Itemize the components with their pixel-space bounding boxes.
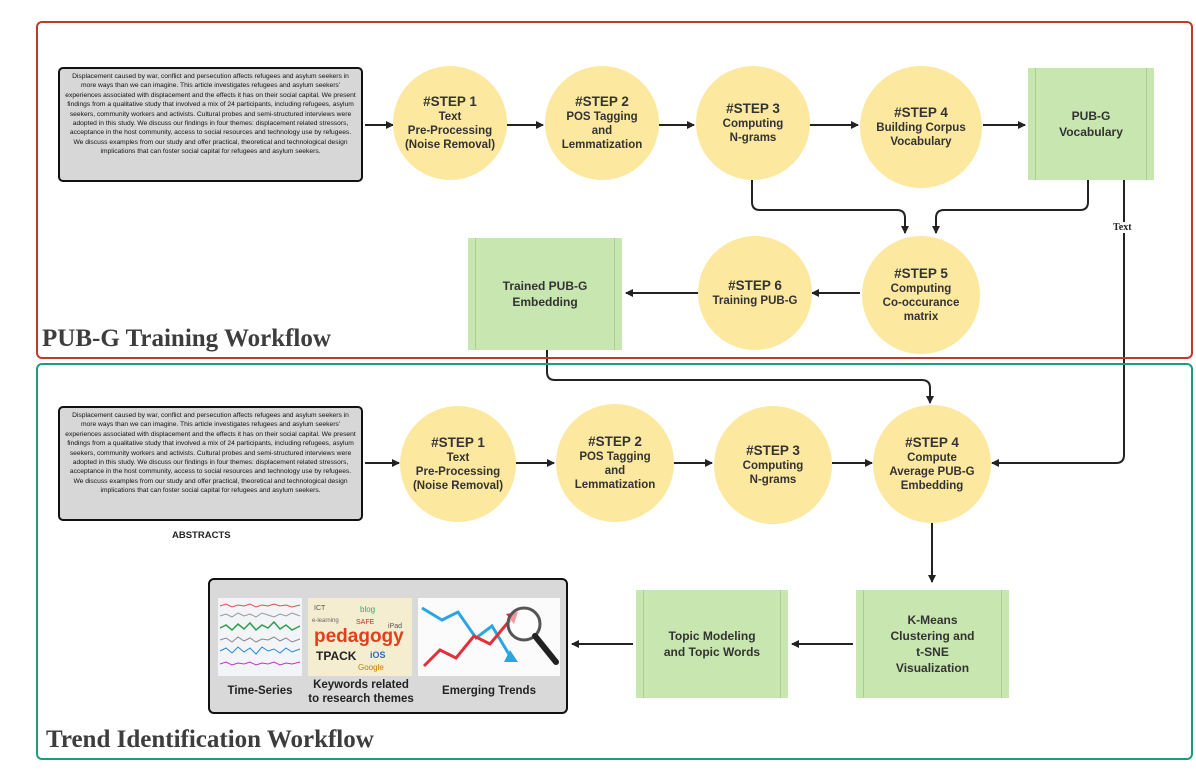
trend-step3-node: #STEP 3 Computing N-grams — [714, 406, 832, 524]
magnifier-handle — [532, 633, 559, 665]
word: iPad — [388, 623, 402, 630]
step-number: #STEP 5 — [894, 266, 948, 281]
down-trend-arrowhead — [504, 650, 518, 662]
word: iOS — [370, 650, 386, 660]
training-step4-node: #STEP 4 Building Corpus Vocabulary — [860, 66, 982, 188]
training-step5-node: #STEP 5 Computing Co-occurance matrix — [862, 236, 980, 354]
step-label: POS Tagging and Lemmatization — [574, 451, 656, 491]
step-number: #STEP 4 — [894, 105, 948, 120]
vocabulary-box: PUB-G Vocabulary — [1028, 68, 1154, 180]
magnifier-lens — [506, 606, 542, 642]
step-number: #STEP 2 — [575, 94, 629, 109]
word: ICT — [314, 605, 326, 612]
training-step1-node: #STEP 1 Text Pre-Processing (Noise Remov… — [393, 66, 507, 180]
trend-abstract-box: Displacement caused by war, conflict and… — [58, 406, 363, 521]
up-trend-line — [422, 619, 512, 668]
step-label: POS Tagging and Lemmatization — [561, 111, 643, 151]
arrow-vocab-to-step5 — [932, 180, 1089, 234]
step-number: #STEP 6 — [728, 278, 782, 293]
step-number: #STEP 1 — [431, 435, 485, 450]
arrow-step3-to-step5 — [751, 180, 909, 234]
trend-workflow-panel — [36, 363, 1193, 760]
keywords-caption: Keywords related to research themes — [308, 679, 414, 705]
trend-workflow-title: Trend Identification Workflow — [46, 726, 374, 753]
word: TPACK — [316, 649, 357, 663]
training-workflow-title: PUB-G Training Workflow — [42, 325, 331, 352]
step-number: #STEP 1 — [423, 94, 477, 109]
training-step6-node: #STEP 6 Training PUB-G — [698, 236, 812, 350]
step-label: Training PUB-G — [712, 295, 798, 307]
word: e-learning — [312, 618, 339, 624]
abstracts-label: ABSTRACTS — [172, 530, 231, 541]
step-label: Text Pre-Processing (Noise Removal) — [404, 111, 496, 151]
step-label: Building Corpus Vocabulary — [876, 122, 966, 148]
training-step2-node: #STEP 2 POS Tagging and Lemmatization — [545, 66, 659, 180]
step-label: Text Pre-Processing (Noise Removal) — [412, 452, 504, 492]
series-line — [219, 661, 301, 666]
word: Google — [358, 663, 384, 672]
series-line — [219, 646, 301, 655]
topic-modeling-box: Topic Modeling and Topic Words — [636, 590, 788, 698]
kmeans-box: K-Means Clustering and t-SNE Visualizati… — [856, 590, 1009, 698]
emerging-trends-image — [418, 598, 560, 676]
trends-illustration — [421, 606, 559, 668]
trend-step1-node: #STEP 1 Text Pre-Processing (Noise Remov… — [400, 406, 516, 522]
training-workflow-panel — [36, 21, 1193, 359]
arrow-vocab-text-to-trend-step4 — [991, 180, 1125, 467]
series-line — [219, 636, 301, 643]
step-label: Compute Average PUB-G Embedding — [889, 452, 975, 492]
trained-embedding-box: Trained PUB-G Embedding — [468, 238, 622, 350]
topic-modeling-label: Topic Modeling and Topic Words — [663, 629, 761, 659]
training-abstract-box: Displacement caused by war, conflict and… — [58, 67, 363, 182]
step-number: #STEP 2 — [588, 434, 642, 449]
emerging-trends-caption: Emerging Trends — [442, 685, 536, 697]
word: SAFE — [356, 619, 375, 626]
word: blog — [360, 605, 375, 614]
time-series-image — [218, 598, 302, 676]
step-label: Computing Co-occurance matrix — [882, 283, 960, 323]
trend-step4-node: #STEP 4 Compute Average PUB-G Embedding — [873, 405, 991, 523]
outputs-panel: ICT blog e-learning SAFE pedagogy TPACK … — [208, 578, 568, 714]
word: pedagogy — [314, 626, 404, 647]
step-number: #STEP 3 — [746, 443, 800, 458]
wordcloud-image: ICT blog e-learning SAFE pedagogy TPACK … — [308, 598, 412, 676]
time-series-caption: Time-Series — [227, 685, 293, 697]
text-edge-label: Text — [1113, 222, 1132, 233]
arrow-embedding-to-trend-step4 — [546, 350, 934, 404]
series-line — [219, 603, 301, 608]
step-number: #STEP 4 — [905, 435, 959, 450]
time-series-plot — [219, 603, 301, 666]
series-line — [219, 612, 301, 618]
step-label: Computing N-grams — [742, 460, 804, 486]
training-step3-node: #STEP 3 Computing N-grams — [696, 66, 810, 180]
vocabulary-label: PUB-G Vocabulary — [1059, 109, 1123, 139]
wordcloud: ICT blog e-learning SAFE pedagogy TPACK … — [312, 605, 404, 672]
kmeans-label: K-Means Clustering and t-SNE Visualizati… — [890, 613, 975, 675]
series-line — [219, 620, 301, 632]
step-label: Computing N-grams — [722, 118, 784, 144]
trained-embedding-label: Trained PUB-G Embedding — [502, 279, 588, 309]
down-trend-line — [421, 606, 512, 657]
trend-step2-node: #STEP 2 POS Tagging and Lemmatization — [556, 404, 674, 522]
step-number: #STEP 3 — [726, 101, 780, 116]
